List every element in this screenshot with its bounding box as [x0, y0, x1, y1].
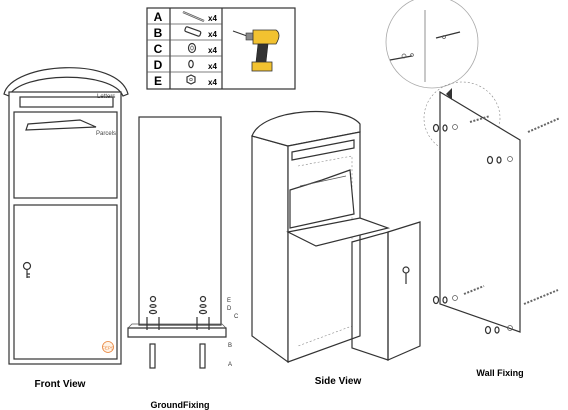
part-letter-a: A: [154, 10, 163, 24]
front-hood: [3, 67, 129, 97]
parcels-label: Parcels: [96, 131, 116, 137]
ground-base-plate: [127, 327, 227, 338]
ground-fixing-caption: GroundFixing: [151, 400, 210, 410]
part-qty-e: x4: [208, 78, 217, 87]
part-letter-c: C: [154, 42, 163, 56]
front-view-caption: Front View: [35, 379, 86, 390]
bolt-icon: [182, 10, 205, 23]
open-door: [387, 221, 421, 361]
part-letter-e: E: [154, 74, 162, 88]
parcel-shelf: [286, 217, 391, 247]
wall-fixing-caption: Wall Fixing: [476, 368, 523, 378]
side-front-frame: [287, 131, 361, 363]
part-letter-b: B: [154, 26, 163, 40]
wall-fixing-bottom-right: [484, 289, 559, 335]
wall-fixing-zoom-detail: [385, 0, 479, 89]
wall-fixing-top-right: [486, 117, 561, 165]
part-qty-c: x4: [208, 46, 217, 55]
arrow-icon: [446, 88, 452, 100]
ground-fixing-left: [146, 295, 160, 369]
key-icon: [22, 261, 32, 278]
wall-fixing: Wall Fixing: [385, 0, 561, 378]
ground-back-panel: [138, 116, 222, 326]
part-qty-b: x4: [208, 30, 217, 39]
part-letter-d: D: [154, 58, 163, 72]
front-view: Letters Parcels FEPS Front View: [3, 67, 129, 390]
side-hood: [251, 110, 361, 147]
brand-logo: FEPS: [102, 341, 114, 353]
front-body: [8, 91, 122, 365]
front-door: [13, 204, 118, 360]
parcel-compartment: [13, 111, 118, 199]
side-view: Side View: [251, 110, 421, 387]
svg-text:FEPS: FEPS: [102, 346, 114, 351]
wall-fixing-bottom-left: [432, 285, 485, 305]
side-view-caption: Side View: [315, 376, 362, 387]
ground-label-a: A: [228, 362, 232, 368]
letters-label: Letters: [97, 94, 115, 100]
key-icon: [402, 266, 410, 284]
wall-plug-icon: [184, 26, 202, 37]
ground-fixing-right: [196, 295, 210, 369]
wall-back-panel: [439, 90, 521, 333]
part-qty-d: x4: [208, 62, 217, 71]
ground-label-d: D: [227, 306, 232, 312]
highlight-circle: [423, 81, 501, 155]
wall-fixing-top-left: [432, 115, 491, 133]
part-qty-a: x4: [208, 14, 217, 23]
parcel-flap-open: [289, 169, 355, 229]
washer-icon: [187, 42, 197, 54]
ground-label-e: E: [227, 298, 231, 304]
letters-slot: [19, 96, 114, 108]
ground-label-b: B: [228, 343, 232, 349]
power-drill-icon: [232, 29, 280, 72]
parts-table: A B C D E x4 x4 x4 x4 x4: [146, 7, 296, 90]
ground-fixing: E D C B A GroundFixing: [127, 116, 239, 410]
parcel-flap: [25, 119, 97, 131]
nut-icon: [186, 74, 196, 85]
spring-washer-icon: [188, 59, 194, 69]
ground-label-c: C: [234, 314, 239, 320]
side-panel: [251, 135, 289, 364]
